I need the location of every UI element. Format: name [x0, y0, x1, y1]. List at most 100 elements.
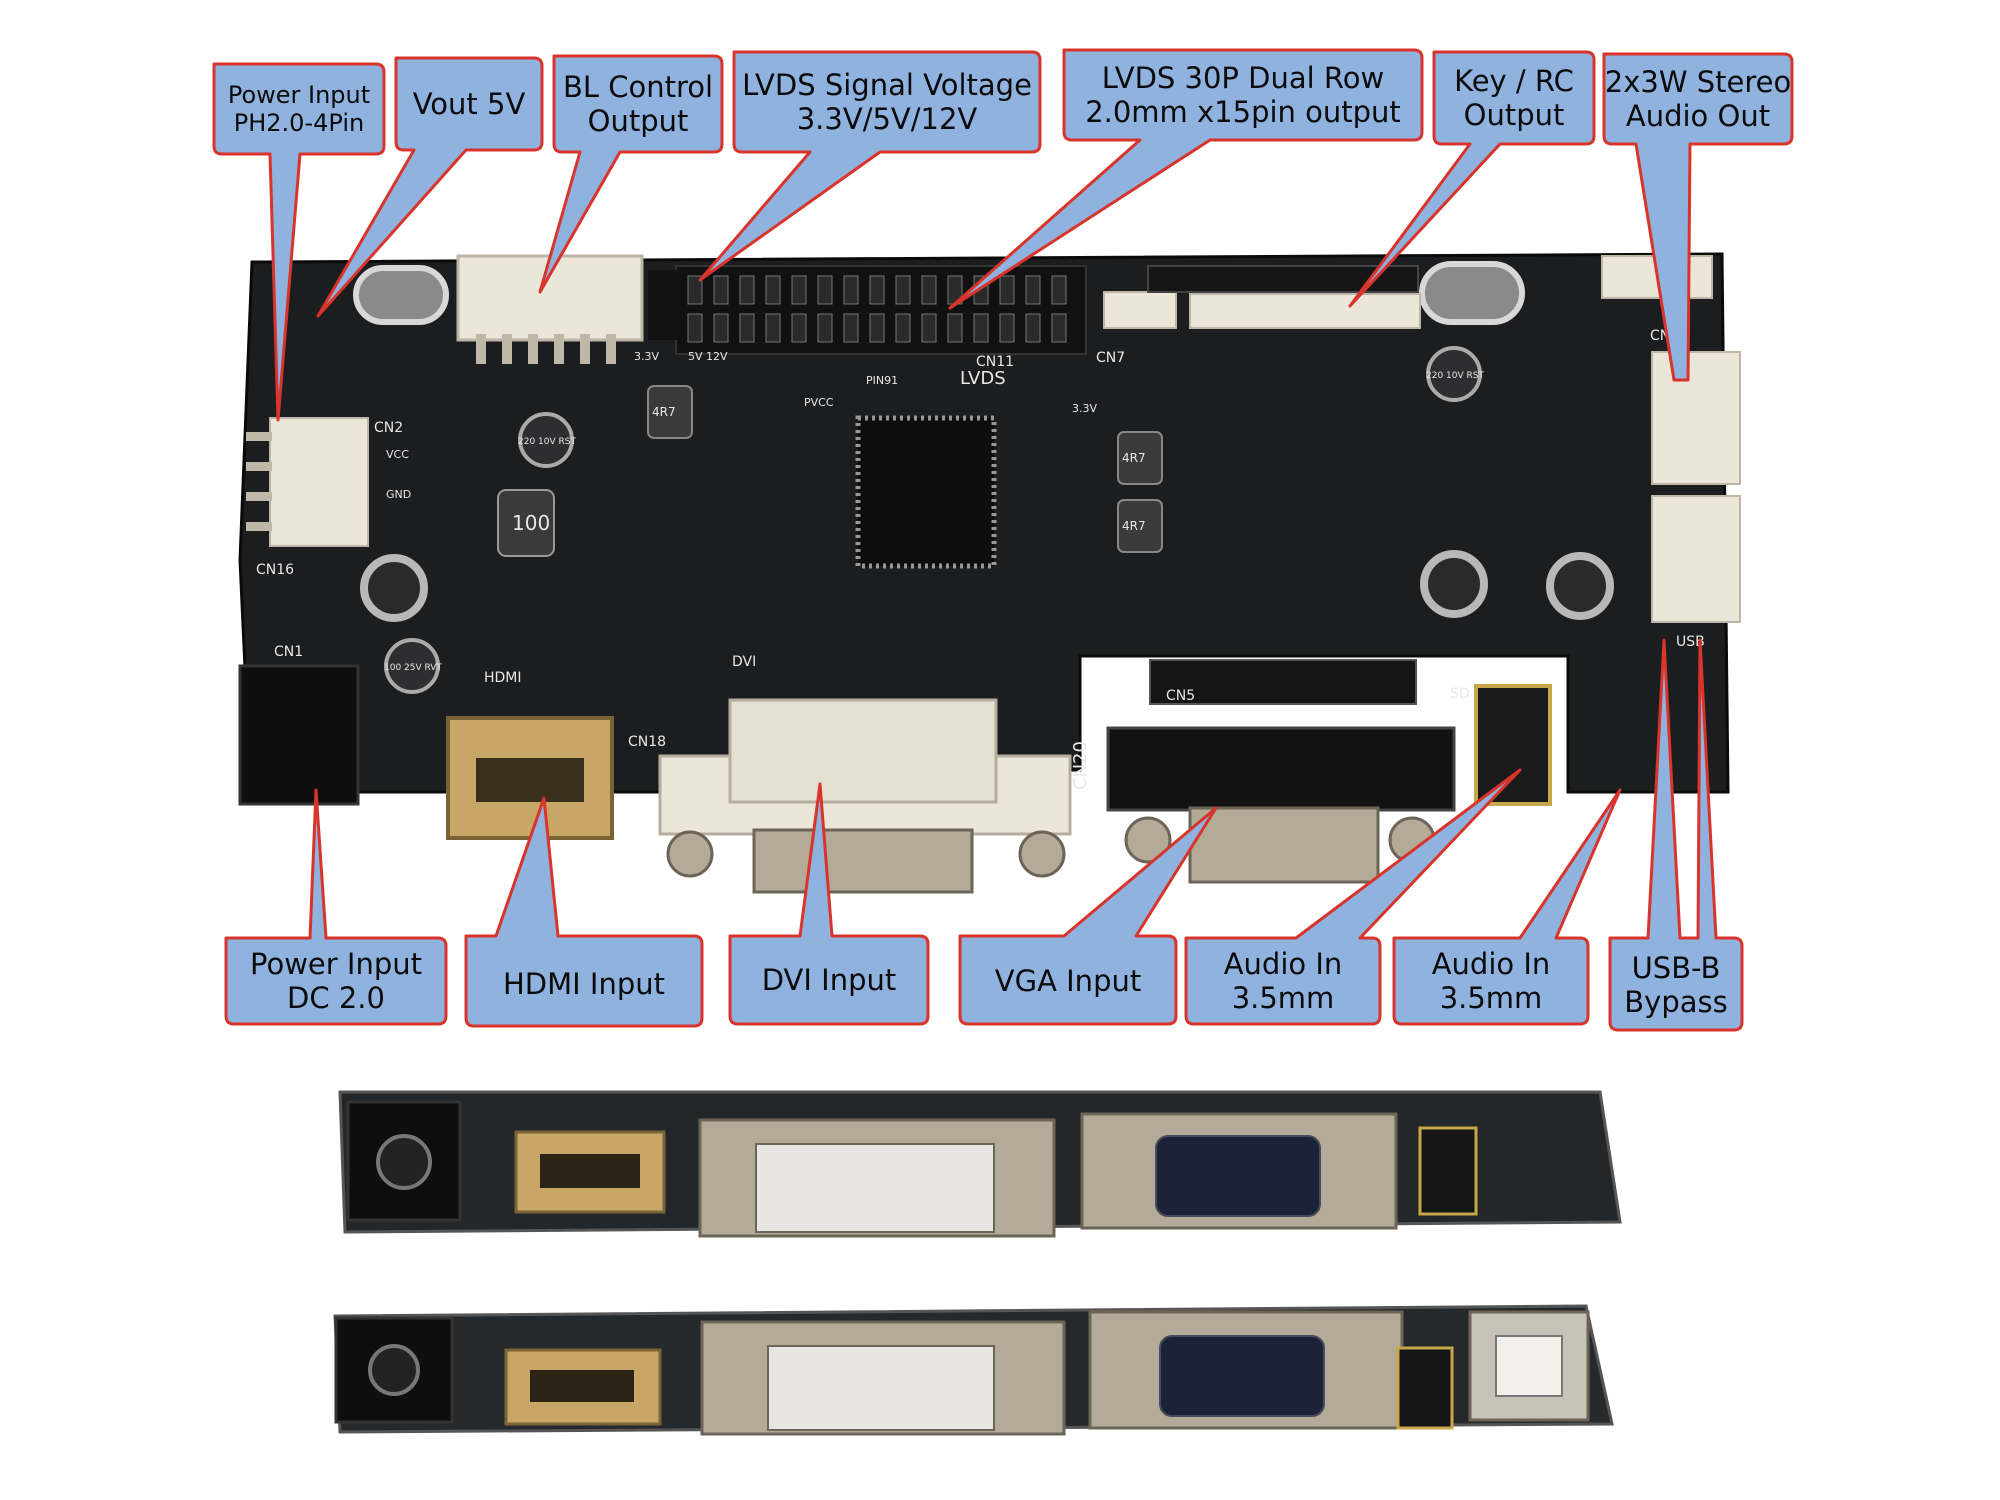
usb-side-connector: [1651, 495, 1741, 623]
lvds-pin: [739, 275, 755, 305]
marking-sd: SD: [1450, 686, 1470, 702]
callout-audio-in-2-line2: 3.5mm: [1439, 981, 1543, 1015]
inductor: [647, 385, 693, 439]
callout-bl-control-line2: Output: [587, 104, 689, 138]
marking-vcc: VCC: [386, 448, 409, 461]
callout-usb-b-line1: USB-B: [1631, 951, 1721, 985]
audio-out-connector: [1651, 351, 1741, 485]
lvds-pin: [1051, 275, 1067, 305]
callout-shapes: [212, 48, 1794, 1032]
callout-audio-in-1: Audio In 3.5mm: [1190, 942, 1376, 1020]
callout-audio-out-line1: 2x3W Stereo: [1604, 65, 1792, 99]
front2-usb-b-inner: [1495, 1335, 1563, 1397]
marking-pvcc: PVCC: [804, 396, 834, 409]
callout-dvi-input: DVI Input: [734, 940, 924, 1020]
callout-key-rc-line1: Key / RC: [1454, 64, 1574, 98]
lvds-pin: [947, 313, 963, 343]
marking-ind2: 4R7: [1122, 451, 1146, 465]
marking-cn16: CN16: [256, 562, 294, 578]
capacitor: [1426, 346, 1482, 402]
mounting-hole: [1420, 550, 1488, 618]
marking-cap2: 220 10V RST: [1426, 371, 1484, 381]
board-front-view-1: [338, 1090, 1622, 1238]
callout-lvds-30p: LVDS 30P Dual Row 2.0mm x15pin output: [1068, 54, 1418, 136]
lvds-pin: [713, 313, 729, 343]
callout-lvds-30p-line1: LVDS 30P Dual Row: [1101, 61, 1385, 95]
callout-audio-out: 2x3W Stereo Audio Out: [1604, 58, 1792, 140]
callout-key-rc-line2: Output: [1463, 98, 1565, 132]
lvds-pin: [739, 313, 755, 343]
marking-cn7: CN7: [1096, 350, 1125, 366]
hdmi-port-inner: [476, 758, 584, 802]
marking-cn5: CN5: [1166, 688, 1195, 704]
callout-power-dc-line2: DC 2.0: [287, 981, 385, 1015]
dvi-housing: [728, 698, 998, 804]
marking-v33: 3.3V: [1072, 402, 1097, 415]
lvds-pin: [843, 275, 859, 305]
lvds-pin: [921, 313, 937, 343]
inductor: [1117, 431, 1163, 485]
marking-cap1: 220 10V RST: [518, 437, 576, 447]
audio-jack: [1474, 684, 1552, 806]
marking-pin91: PIN91: [866, 374, 898, 387]
front1-dc-hole: [376, 1134, 432, 1190]
lvds-pin: [713, 275, 729, 305]
lvds-pin: [1025, 275, 1041, 305]
dc-jack: [238, 664, 360, 806]
callout-vga-input: VGA Input: [964, 942, 1172, 1020]
vga-screw: [1124, 816, 1172, 864]
ph-pins: [246, 432, 272, 531]
mounting-hole: [1546, 552, 1614, 620]
marking-lvds: LVDS: [960, 368, 1006, 389]
marking-v5-jumper: 5V: [688, 350, 703, 363]
front1-dc-jack: [346, 1100, 462, 1222]
callout-power-input-ph-line1: Power Input: [227, 81, 371, 109]
callout-shape-vga: [958, 806, 1218, 1026]
marking-cn18: CN18: [628, 734, 666, 750]
callout-lvds-voltage: LVDS Signal Voltage 3.3V/5V/12V: [738, 56, 1036, 148]
callout-vout-5v: Vout 5V: [400, 62, 538, 146]
front2-dc-jack: [334, 1316, 454, 1424]
lvds-pin: [817, 275, 833, 305]
callout-bl-control: BL Control Output: [558, 60, 718, 148]
marking-v12-jumper: 12V: [706, 350, 728, 363]
callout-shape-hdmi: [464, 796, 704, 1028]
lvds-pin: [895, 275, 911, 305]
front2-vga-face: [1159, 1335, 1325, 1417]
callout-audio-in-1-line1: Audio In: [1223, 947, 1343, 981]
dvi-screw: [666, 830, 714, 878]
callout-lvds-voltage-line2: 3.3V/5V/12V: [796, 102, 978, 136]
capacitor: [384, 638, 440, 694]
dvi-shell: [752, 828, 974, 894]
callout-power-dc: Power Input DC 2.0: [230, 942, 442, 1020]
lvds-pin: [1051, 313, 1067, 343]
callout-dvi-input-line1: DVI Input: [761, 963, 897, 997]
callout-shape-lvds-voltage: [698, 50, 1042, 282]
marking-v33-jumper: 3.3V: [634, 350, 659, 363]
lvds-pin: [791, 313, 807, 343]
front1-audio-jack: [1418, 1126, 1478, 1216]
marking-usb: USB: [1676, 634, 1705, 650]
marking-cn1: CN1: [274, 644, 303, 660]
capacitor: [518, 412, 574, 468]
lvds-pin: [973, 313, 989, 343]
lvds-pin: [687, 275, 703, 305]
callout-shape-key-rc: [1348, 50, 1596, 308]
inductor-100: [497, 489, 555, 557]
callout-shape-audio-in-1: [1184, 768, 1522, 1026]
front2-dc-hole: [368, 1344, 420, 1396]
callout-lvds-30p-line2: 2.0mm x15pin output: [1085, 95, 1401, 129]
callout-hdmi-input: HDMI Input: [470, 946, 698, 1022]
mounting-slot-left: [353, 265, 449, 325]
callout-audio-in-2-line1: Audio In: [1431, 947, 1551, 981]
dvi-screw: [1018, 830, 1066, 878]
callout-shape-power-dc: [224, 788, 448, 1026]
marking-ind3: 4R7: [1122, 519, 1146, 533]
callout-power-input-ph-line2: PH2.0-4Pin: [233, 109, 365, 137]
callout-shape-bl: [538, 54, 724, 294]
callout-vga-input-line1: VGA Input: [994, 964, 1142, 998]
lvds-pin: [895, 313, 911, 343]
callout-lvds-voltage-line1: LVDS Signal Voltage: [742, 68, 1032, 102]
inductor: [1117, 499, 1163, 553]
callout-bl-control-line1: BL Control: [562, 70, 714, 104]
